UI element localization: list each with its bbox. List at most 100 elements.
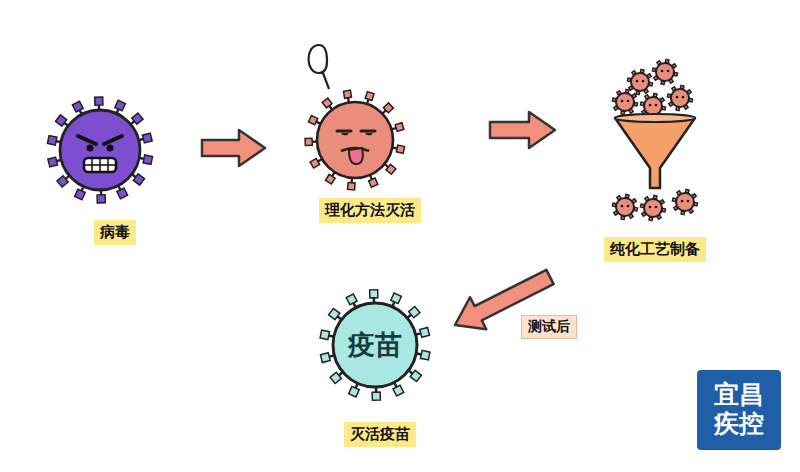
flow-arrow xyxy=(490,112,555,148)
virus-knob xyxy=(330,372,341,383)
funnel xyxy=(615,118,695,188)
eye xyxy=(621,100,624,103)
virus-knob xyxy=(348,182,356,190)
eye xyxy=(642,80,645,83)
virus-knob xyxy=(305,138,312,145)
virus-body xyxy=(671,89,689,107)
virus-knob xyxy=(409,306,420,317)
angry-brow xyxy=(78,136,122,144)
eye xyxy=(107,145,114,152)
label-wrap: 病毒 xyxy=(40,220,190,245)
virus-figure xyxy=(320,290,430,401)
virus-knob xyxy=(391,293,402,304)
stage-illustration xyxy=(570,30,740,262)
teeth-lines xyxy=(84,158,116,172)
virus-figure xyxy=(612,194,637,219)
virus-figure xyxy=(672,189,697,214)
eye xyxy=(676,96,679,99)
eye xyxy=(655,206,658,209)
eye xyxy=(682,96,685,99)
stage-label: 病毒 xyxy=(94,220,136,245)
stage-label: 灭活疫苗 xyxy=(344,422,416,447)
funnel-rim xyxy=(615,114,695,122)
virus-knob xyxy=(386,164,396,174)
virus-knob xyxy=(420,328,430,338)
virus-knob xyxy=(310,158,320,168)
virus-knob xyxy=(48,157,58,167)
virus-knob xyxy=(72,101,83,112)
eye xyxy=(636,80,639,83)
virus-figure xyxy=(47,97,152,203)
eye xyxy=(687,200,690,203)
eye xyxy=(627,100,630,103)
virus-knob xyxy=(143,155,152,164)
logo-text: 宜昌 疾控 xyxy=(713,381,766,439)
virus-knob xyxy=(383,103,393,113)
logo-box: 宜昌 疾控 xyxy=(697,370,781,450)
virus-knob xyxy=(115,100,126,111)
virus-body xyxy=(317,102,393,178)
virus-figure xyxy=(627,69,652,94)
eye xyxy=(649,206,652,209)
virus-figure xyxy=(667,85,692,110)
virus-knob xyxy=(142,133,152,143)
virus-knob xyxy=(132,113,143,124)
virus-text-wrap: 疫苗 xyxy=(333,327,417,363)
virus-knob xyxy=(369,178,378,187)
tongue xyxy=(349,148,363,164)
speech-bubble xyxy=(309,45,330,89)
eye xyxy=(649,104,652,107)
stage-node: 理化方法灭活 xyxy=(285,55,455,223)
virus-figure xyxy=(305,90,405,190)
virus-knob xyxy=(320,353,330,363)
virus-figure xyxy=(640,195,665,220)
teeth xyxy=(84,158,116,172)
virus-knob xyxy=(421,350,430,359)
virus-knob xyxy=(56,115,67,126)
virus-knob xyxy=(95,97,103,105)
edge-label: 测试后 xyxy=(521,315,577,339)
eye xyxy=(661,70,664,73)
virus-knob xyxy=(133,174,144,185)
pupil xyxy=(342,133,372,134)
virus-body xyxy=(333,303,417,387)
stage-node: 疫苗灭活疫苗 xyxy=(300,285,460,447)
virus-knob xyxy=(370,290,378,298)
flow-arrow xyxy=(202,130,265,166)
eye xyxy=(667,70,670,73)
virus-body xyxy=(616,93,634,111)
virus-knob xyxy=(346,294,357,305)
virus-knob xyxy=(325,174,335,184)
label-wrap: 纯化工艺制备 xyxy=(570,237,740,262)
virus-knob xyxy=(365,92,374,101)
virus-knob xyxy=(329,308,340,319)
stage-node: 纯化工艺制备 xyxy=(570,30,740,262)
eye xyxy=(621,205,624,208)
virus-figure xyxy=(612,89,637,114)
virus-knob xyxy=(117,188,128,199)
virus-body xyxy=(644,199,662,217)
virus-body xyxy=(644,97,662,115)
virus-knob xyxy=(308,116,317,125)
virus-knob xyxy=(320,330,329,339)
virus-knob xyxy=(393,385,404,396)
virus-body xyxy=(60,110,140,190)
eye xyxy=(627,205,630,208)
virus-knob xyxy=(75,189,86,200)
virus-body xyxy=(656,63,674,81)
virus-knob xyxy=(396,145,404,153)
virus-knob xyxy=(343,90,351,98)
label-wrap: 理化方法灭活 xyxy=(285,198,455,223)
virus-knob xyxy=(97,195,105,203)
eye xyxy=(655,104,658,107)
virus-body xyxy=(631,73,649,91)
eye xyxy=(681,200,684,203)
virus-caption: 疫苗 xyxy=(348,329,402,360)
virus-knob xyxy=(395,123,404,132)
stage-label: 理化方法灭活 xyxy=(319,198,421,223)
label-wrap: 灭活疫苗 xyxy=(300,422,460,447)
virus-knob xyxy=(322,98,332,108)
sleepy-eye xyxy=(337,130,375,133)
virus-knob xyxy=(57,176,68,187)
